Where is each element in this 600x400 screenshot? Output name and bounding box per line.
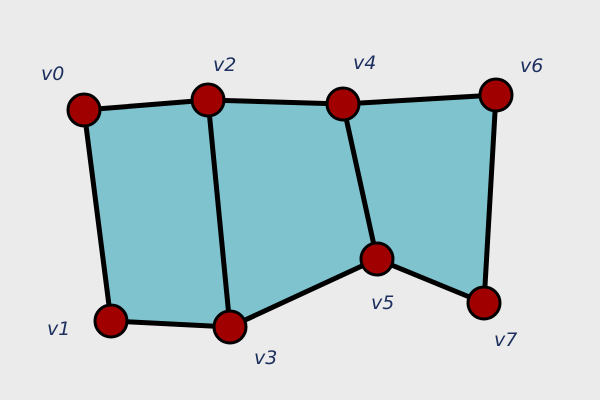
vertex-v6 <box>478 77 514 113</box>
vertex-label-v1: v1 <box>47 318 70 340</box>
face-v0-v2-v3-v1 <box>84 100 230 327</box>
vertex-v4 <box>325 86 361 122</box>
vertex-label-v5: v5 <box>371 292 394 314</box>
vertex-label-v7: v7 <box>494 329 517 351</box>
vertex-v2 <box>190 82 226 118</box>
edge-v0-v1 <box>81 107 114 324</box>
vertex-label-v4: v4 <box>353 52 376 74</box>
edge-v6-v7 <box>481 92 499 306</box>
vertex-v1 <box>93 303 129 339</box>
vertices-layer <box>66 77 514 345</box>
vertex-v7 <box>466 285 502 321</box>
face-v2-v4-v5-v3 <box>208 100 377 327</box>
vertex-labels: v0 v1 v2 v3 v4 v5 v6 v7 <box>41 52 543 369</box>
edge-v2-v3 <box>205 97 233 330</box>
vertex-label-v0: v0 <box>41 63 64 85</box>
vertex-label-v6: v6 <box>520 55 543 77</box>
vertex-v0 <box>66 92 102 128</box>
faces-layer <box>84 95 496 327</box>
edge-v4-v6 <box>340 92 499 107</box>
edge-v0-v2 <box>81 97 211 113</box>
edge-v5-v7 <box>374 256 487 306</box>
vertex-v5 <box>359 241 395 277</box>
vertex-v3 <box>212 309 248 345</box>
vertex-label-v2: v2 <box>213 54 236 76</box>
edge-v3-v5 <box>227 256 380 330</box>
edge-v2-v4 <box>205 97 346 107</box>
edge-v4-v5 <box>340 101 380 262</box>
edges-layer <box>81 92 499 330</box>
vertex-label-v3: v3 <box>254 347 277 369</box>
edge-v1-v3 <box>108 318 233 330</box>
